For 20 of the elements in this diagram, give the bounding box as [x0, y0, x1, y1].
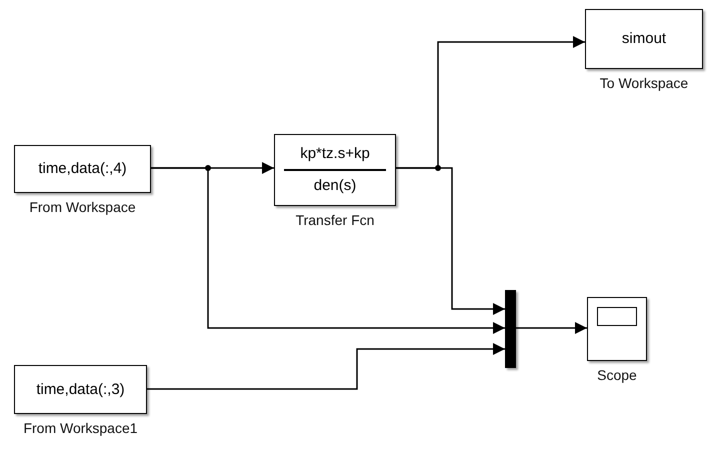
block-label: Transfer Fcn [294, 211, 376, 230]
signal-line [516, 322, 587, 334]
mux-bar [505, 290, 516, 368]
signal-line [396, 167, 505, 315]
scope-block [587, 297, 647, 361]
block-text: simout [622, 29, 666, 49]
signal-line [147, 343, 505, 390]
block-label: From Workspace [28, 198, 137, 217]
block-text: den(s) [314, 176, 356, 196]
block [585, 9, 703, 69]
block-text: kp*tz.s+kp [300, 144, 370, 164]
block-label: To Workspace [598, 74, 690, 93]
block [274, 134, 396, 206]
block-text: time,data(:,3) [36, 380, 125, 400]
block [14, 145, 151, 193]
block [14, 365, 147, 414]
signal-line [151, 167, 505, 334]
block-label: Scope [596, 366, 638, 385]
block-text: time,data(:,4) [38, 159, 127, 179]
block-label: From Workspace1 [22, 419, 139, 438]
